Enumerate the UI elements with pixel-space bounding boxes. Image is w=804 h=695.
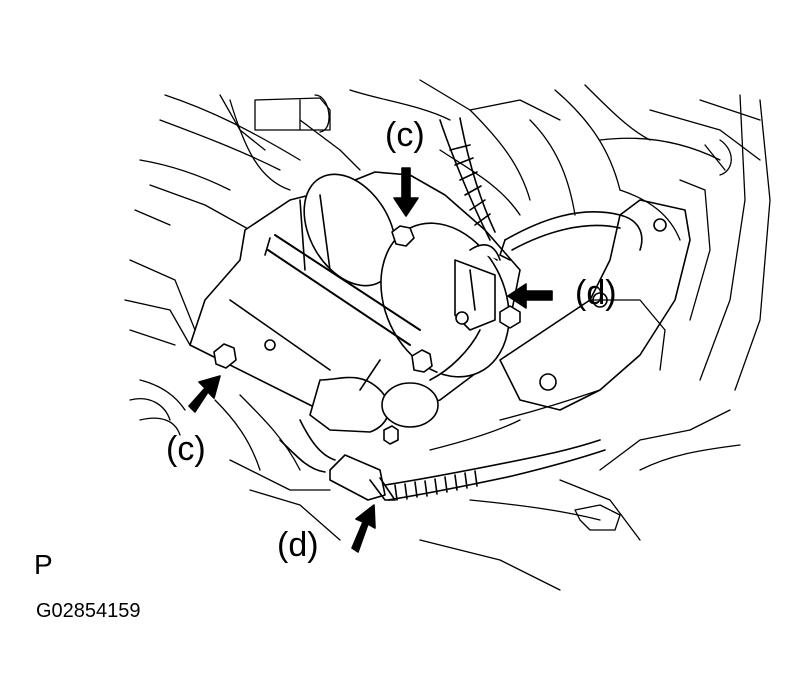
- arrow-c-left: [188, 375, 221, 413]
- bolts: [213, 225, 521, 445]
- arrow-d-right: [507, 283, 553, 309]
- terminal-nut: [499, 305, 521, 329]
- bolt-left: [213, 343, 237, 369]
- background-structure: [124, 79, 771, 591]
- starter-assembly: [189, 171, 521, 433]
- arrow-c-top: [393, 167, 419, 217]
- callout-d-bottom: (d): [277, 526, 319, 564]
- callout-d-right: (d): [575, 274, 617, 312]
- mounting-bracket: [499, 199, 691, 411]
- figure-code: G02854159: [36, 600, 141, 622]
- bolt-lower: [383, 425, 399, 445]
- callout-c-top: (c): [385, 116, 425, 154]
- bolt-top: [391, 225, 415, 247]
- section-letter: P: [34, 549, 53, 580]
- bolt-mid: [411, 349, 433, 373]
- pointer-arrows: [188, 167, 553, 553]
- callout-c-left: (c): [166, 430, 206, 468]
- wiring-harness: [279, 117, 643, 501]
- arrow-d-bottom: [351, 504, 376, 553]
